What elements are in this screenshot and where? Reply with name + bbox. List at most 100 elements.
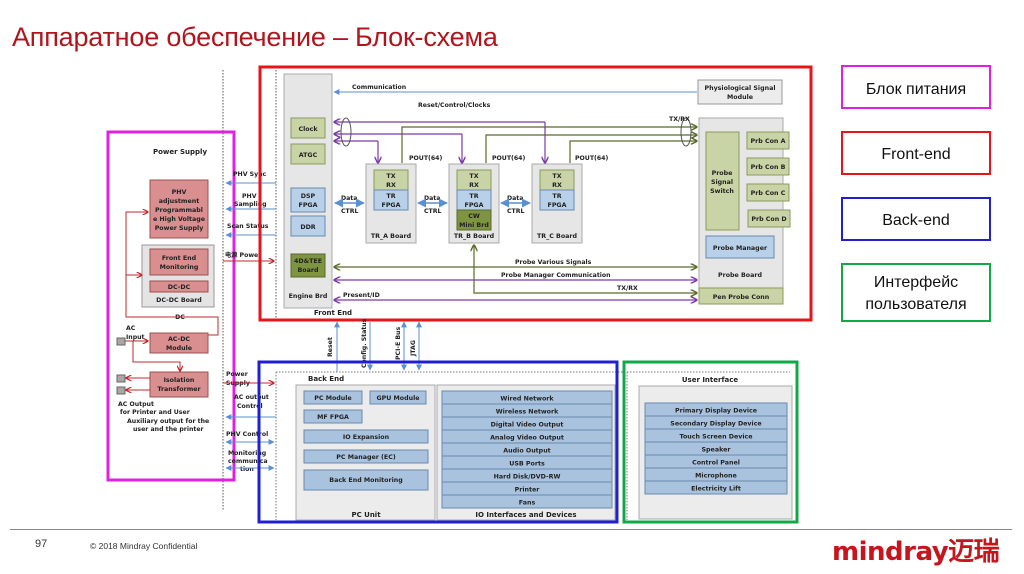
svg-text:Switch: Switch bbox=[710, 188, 734, 195]
svg-text:TX: TX bbox=[469, 173, 478, 180]
ui-item: Microphone bbox=[695, 473, 737, 480]
svg-text:Present/ID: Present/ID bbox=[343, 292, 380, 299]
svg-text:Mini Brd: Mini Brd bbox=[459, 222, 489, 229]
svg-text:TR_C Board: TR_C Board bbox=[537, 233, 577, 240]
svg-text:Control: Control bbox=[237, 403, 263, 410]
svg-text:Signal: Signal bbox=[711, 179, 733, 186]
ac-output-label: user and the printer bbox=[133, 426, 205, 433]
svg-text:Data: Data bbox=[424, 195, 440, 202]
svg-text:PHV Control: PHV Control bbox=[226, 431, 268, 438]
svg-text:FPGA: FPGA bbox=[465, 202, 484, 209]
io-item: Wired Network bbox=[500, 396, 554, 403]
svg-text:AC output: AC output bbox=[234, 394, 269, 401]
svg-text:IO Interfaces and Devices: IO Interfaces and Devices bbox=[475, 511, 576, 519]
ac-output-connector bbox=[116, 374, 126, 383]
svg-text:Reset: Reset bbox=[327, 337, 334, 357]
ui-item-box bbox=[644, 480, 788, 495]
svg-text:Pen Probe Conn: Pen Probe Conn bbox=[713, 294, 770, 301]
footer-divider bbox=[10, 529, 1012, 530]
ac-output-connector bbox=[116, 386, 126, 395]
io-item: Hard Disk/DVD-RW bbox=[494, 474, 561, 481]
svg-text:Интерфейс: Интерфейс bbox=[874, 274, 958, 291]
svg-text:Prb Con B: Prb Con B bbox=[751, 164, 786, 171]
svg-text:CTRL: CTRL bbox=[424, 208, 442, 215]
svg-text:Config. Status: Config. Status bbox=[361, 318, 368, 368]
ui-item: Primary Display Device bbox=[675, 408, 757, 415]
svg-text:Data: Data bbox=[341, 195, 357, 202]
svg-text:DSP: DSP bbox=[301, 193, 316, 200]
svg-text:Back End Monitoring: Back End Monitoring bbox=[329, 477, 402, 484]
mindray-logo: mindray迈瑞 bbox=[832, 537, 1000, 567]
svg-text:TR: TR bbox=[386, 193, 395, 200]
svg-text:Probe Various Signals: Probe Various Signals bbox=[515, 259, 592, 266]
svg-text:IO Expansion: IO Expansion bbox=[343, 434, 389, 441]
svg-text:Engine Brd: Engine Brd bbox=[289, 293, 328, 300]
svg-text:Power: Power bbox=[226, 371, 249, 378]
io-item-box bbox=[441, 494, 613, 509]
svg-text:Front-end: Front-end bbox=[881, 146, 950, 163]
svg-text:Board: Board bbox=[298, 267, 319, 274]
tr-b-board: TX RX TR FPGA CW Mini Brd TR_B Board bbox=[448, 163, 500, 244]
svg-text:JTAG: JTAG bbox=[410, 340, 417, 357]
ac-output-label: AC Output bbox=[118, 401, 154, 408]
svg-text:TR_B Board: TR_B Board bbox=[454, 233, 494, 240]
ui-item: Touch Screen Device bbox=[679, 434, 752, 441]
svg-text:DDR: DDR bbox=[300, 224, 315, 231]
reset-control-label: Reset/Control/Clocks bbox=[418, 102, 491, 109]
svg-text:Module: Module bbox=[727, 94, 753, 101]
io-item: Audio Output bbox=[503, 448, 550, 455]
svg-text:Monitoring: Monitoring bbox=[228, 450, 266, 457]
pout-label: POUT(64) bbox=[492, 155, 525, 162]
probe-signal-lines: Probe Various Signals Probe Manager Comm… bbox=[334, 245, 697, 300]
svg-text:TR: TR bbox=[552, 193, 561, 200]
user-interface-frame bbox=[622, 360, 799, 524]
svg-text:PC Module: PC Module bbox=[314, 395, 351, 402]
svg-text:Prb Con D: Prb Con D bbox=[751, 216, 786, 223]
svg-text:Isolation: Isolation bbox=[164, 377, 195, 384]
legend-power-supply bbox=[841, 65, 991, 109]
svg-text:DC-DC: DC-DC bbox=[168, 284, 191, 291]
reset-control-lines bbox=[334, 122, 545, 163]
ui-item: Secondary Display Device bbox=[670, 421, 761, 428]
io-item: Digital Video Output bbox=[491, 422, 564, 429]
svg-text:TX: TX bbox=[552, 173, 561, 180]
pout-label: POUT(64) bbox=[575, 155, 608, 162]
io-item: USB Ports bbox=[509, 461, 545, 468]
io-item: Analog Video Output bbox=[490, 435, 564, 442]
svg-text:Probe Board: Probe Board bbox=[718, 272, 762, 279]
svg-text:Prb Con C: Prb Con C bbox=[751, 190, 786, 197]
svg-text:Module: Module bbox=[166, 345, 192, 352]
svg-text:FPGA: FPGA bbox=[299, 202, 318, 209]
svg-text:tion: tion bbox=[240, 466, 254, 473]
svg-text:Scan Status: Scan Status bbox=[227, 223, 269, 230]
engine-board: Engine Brd Clock ATGC DSP FPGA DDR 4D&TE… bbox=[283, 73, 333, 309]
svg-text:пользователя: пользователя bbox=[865, 296, 966, 313]
svg-text:TR_A Board: TR_A Board bbox=[371, 233, 411, 240]
front-end-frame bbox=[258, 65, 813, 322]
svg-text:FPGA: FPGA bbox=[382, 202, 401, 209]
power-supply-frame bbox=[106, 130, 236, 482]
svg-text:Probe Manager: Probe Manager bbox=[713, 245, 768, 252]
svg-text:MF FPGA: MF FPGA bbox=[317, 414, 349, 421]
isolation-transformer: Isolation Transformer bbox=[149, 371, 209, 398]
svg-text:PC Unit: PC Unit bbox=[351, 511, 381, 519]
legend-front-end bbox=[841, 131, 991, 175]
svg-text:CW: CW bbox=[468, 213, 480, 220]
svg-text:Programmabl: Programmabl bbox=[155, 207, 203, 214]
svg-text:PC Manager (EC): PC Manager (EC) bbox=[336, 454, 396, 461]
svg-text:PHV: PHV bbox=[172, 189, 187, 196]
svg-text:4D&TEE: 4D&TEE bbox=[294, 258, 322, 265]
ac-input-label: AC bbox=[126, 325, 136, 332]
svg-text:TR: TR bbox=[469, 193, 478, 200]
tr-c-board: TX RX TR FPGA TR_C Board bbox=[531, 163, 583, 244]
svg-text:GPU Module: GPU Module bbox=[376, 395, 419, 402]
svg-text:Data: Data bbox=[507, 195, 523, 202]
svg-text:Probe: Probe bbox=[712, 170, 733, 177]
page-number: 97 bbox=[35, 538, 48, 550]
power-interfaces: PHV Sync PHV Sampling Scan Status 电源 Pow… bbox=[223, 171, 276, 473]
svg-text:RX: RX bbox=[469, 182, 479, 189]
svg-text:DC-DC Board: DC-DC Board bbox=[156, 297, 202, 304]
svg-text:Back-end: Back-end bbox=[882, 212, 950, 229]
